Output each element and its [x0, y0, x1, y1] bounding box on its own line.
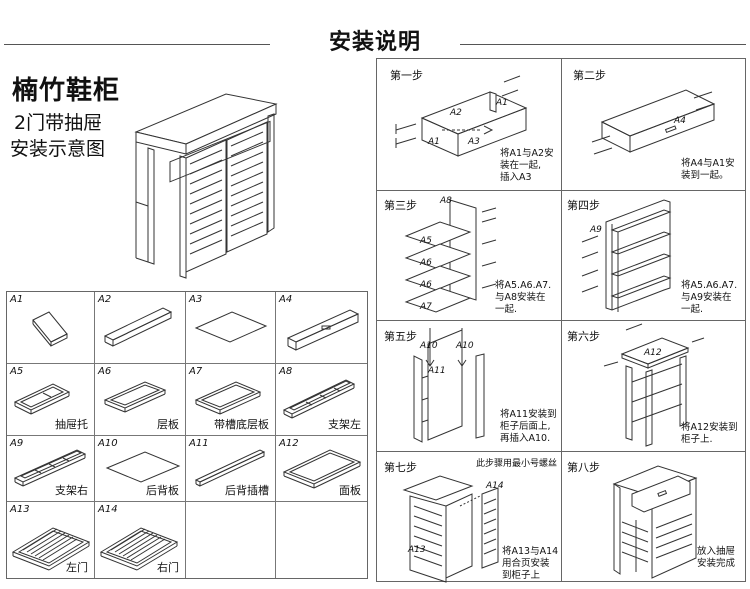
s5-label-a11: A11 — [427, 366, 446, 376]
step-8-note: 放入抽屉安装完成 — [697, 546, 736, 569]
s1-label-a1-right: A1 — [495, 98, 508, 108]
part-cell-a8: A8 支架左 — [276, 364, 367, 436]
part-cell-a14: A14 右门 — [95, 502, 186, 578]
step-7-label: 第七步 — [384, 461, 417, 474]
part-cell-a6: A6 层板 — [95, 364, 186, 436]
part-cell-a2: A2 — [95, 292, 186, 364]
part-name: 左门 — [66, 561, 88, 574]
part-cell-a7: A7 带槽底层板 — [186, 364, 276, 436]
part-cell-a11: A11 后背插槽 — [186, 436, 276, 502]
part-cell-a9: A9 支架右 — [7, 436, 95, 502]
part-name: 层板 — [157, 418, 179, 431]
parts-grid: A1 A2 A3 A4 A5 抽屉托 A6 层板 A7 带槽底层板 A8 支架左… — [6, 291, 368, 579]
part-name: 抽屉托 — [55, 418, 88, 431]
steps-row-divider-3 — [376, 451, 746, 452]
step-2-diagram: A4 — [591, 89, 716, 155]
part-id: A13 — [10, 504, 30, 515]
product-subtitle-2: 安装示意图 — [10, 138, 106, 160]
part-cell-empty-2 — [276, 502, 367, 578]
step-3-diagram: A8 A5 A6 A6 A7 — [404, 196, 497, 313]
step-1-label: 第一步 — [390, 69, 423, 82]
step-6-label: 第六步 — [567, 330, 600, 343]
part-name: 带槽底层板 — [214, 418, 269, 431]
product-subtitle-1: 2门带抽屉 — [14, 112, 103, 134]
step-8-label: 第八步 — [567, 461, 600, 474]
part-name: 后背插槽 — [225, 484, 269, 497]
step-4-diagram: A9 — [581, 199, 672, 312]
part-id: A3 — [189, 294, 203, 305]
step-5-note: 将A11安装到柜子后面上,再插入A10. — [500, 409, 557, 444]
product-name: 楠竹鞋柜 — [12, 76, 121, 106]
step-1-diagram: A2 A1 A1 A3 — [395, 75, 528, 157]
part-id: A8 — [279, 366, 293, 377]
s7-label-a14: A14 — [485, 481, 504, 491]
step-2-label: 第二步 — [573, 69, 606, 82]
part-id: A1 — [10, 294, 24, 305]
s3-label-a7: A7 — [419, 302, 432, 312]
s3-label-a6b: A6 — [419, 280, 432, 290]
header-rule-left — [4, 44, 270, 45]
part-cell-a5: A5 抽屉托 — [7, 364, 95, 436]
part-id: A4 — [279, 294, 293, 305]
part-cell-a3: A3 — [186, 292, 276, 364]
part-id: A10 — [98, 438, 118, 449]
s5-label-a10b: A10 — [455, 341, 474, 351]
s4-label-a9: A9 — [589, 225, 602, 235]
part-id: A5 — [10, 366, 24, 377]
part-cell-a12: A12 面板 — [276, 436, 367, 502]
step-4-label: 第四步 — [567, 199, 600, 212]
steps-row-divider-2 — [376, 320, 746, 321]
step-3-note: 将A5.A6.A7.与A8安装在一起. — [495, 280, 552, 315]
part-cell-empty-1 — [186, 502, 276, 578]
part-id: A9 — [10, 438, 24, 449]
s3-label-a8: A8 — [439, 196, 452, 206]
part-id: A11 — [189, 438, 209, 449]
step-3-label: 第三步 — [384, 199, 417, 212]
part-name: 后背板 — [146, 484, 179, 497]
part-name: 支架左 — [328, 418, 361, 431]
part-cell-a4: A4 — [276, 292, 367, 364]
step-5-diagram: A10 A10 A11 — [413, 328, 485, 443]
s3-label-a6: A6 — [419, 258, 432, 268]
part-name: 面板 — [339, 484, 361, 497]
step-7-diagram: A14 A13 — [402, 475, 504, 583]
part-cell-a13: A13 左门 — [7, 502, 95, 578]
part-id: A12 — [279, 438, 299, 449]
step-1-note: 将A1与A2安装在一起,插入A3 — [500, 148, 554, 183]
header-rule-right — [460, 44, 746, 45]
page-title: 安装说明 — [328, 30, 421, 55]
part-id: A6 — [98, 366, 112, 377]
part-id: A14 — [98, 504, 118, 515]
s1-label-a3: A3 — [467, 137, 480, 147]
step-8-diagram — [612, 465, 698, 579]
part-name: 右门 — [157, 561, 179, 574]
s1-label-a1-left: A1 — [427, 137, 440, 147]
s5-label-a10: A10 — [419, 341, 438, 351]
step-2-note: 将A4与A1安装到一起。 — [681, 158, 735, 181]
step-5-label: 第五步 — [384, 330, 417, 343]
part-cell-a10: A10 后背板 — [95, 436, 186, 502]
step-7-top-note: 此步骤用最小号螺丝 — [476, 459, 558, 469]
s2-label-a4: A4 — [673, 116, 686, 126]
step-4-note: 将A5.A6.A7.与A9安装在一起. — [681, 280, 738, 315]
part-id: A2 — [98, 294, 112, 305]
s6-label-a12: A12 — [643, 348, 662, 358]
part-id: A7 — [189, 366, 203, 377]
s3-label-a5: A5 — [419, 236, 432, 246]
step-6-note: 将A12安装到柜子上. — [681, 422, 738, 445]
s7-label-a13: A13 — [407, 545, 426, 555]
step-6-diagram: A12 — [603, 323, 705, 447]
part-cell-a1: A1 — [7, 292, 95, 364]
cabinet-illustration — [134, 93, 278, 279]
part-name: 支架右 — [55, 484, 88, 497]
steps-row-divider-1 — [376, 190, 746, 191]
s1-label-a2: A2 — [449, 108, 462, 118]
